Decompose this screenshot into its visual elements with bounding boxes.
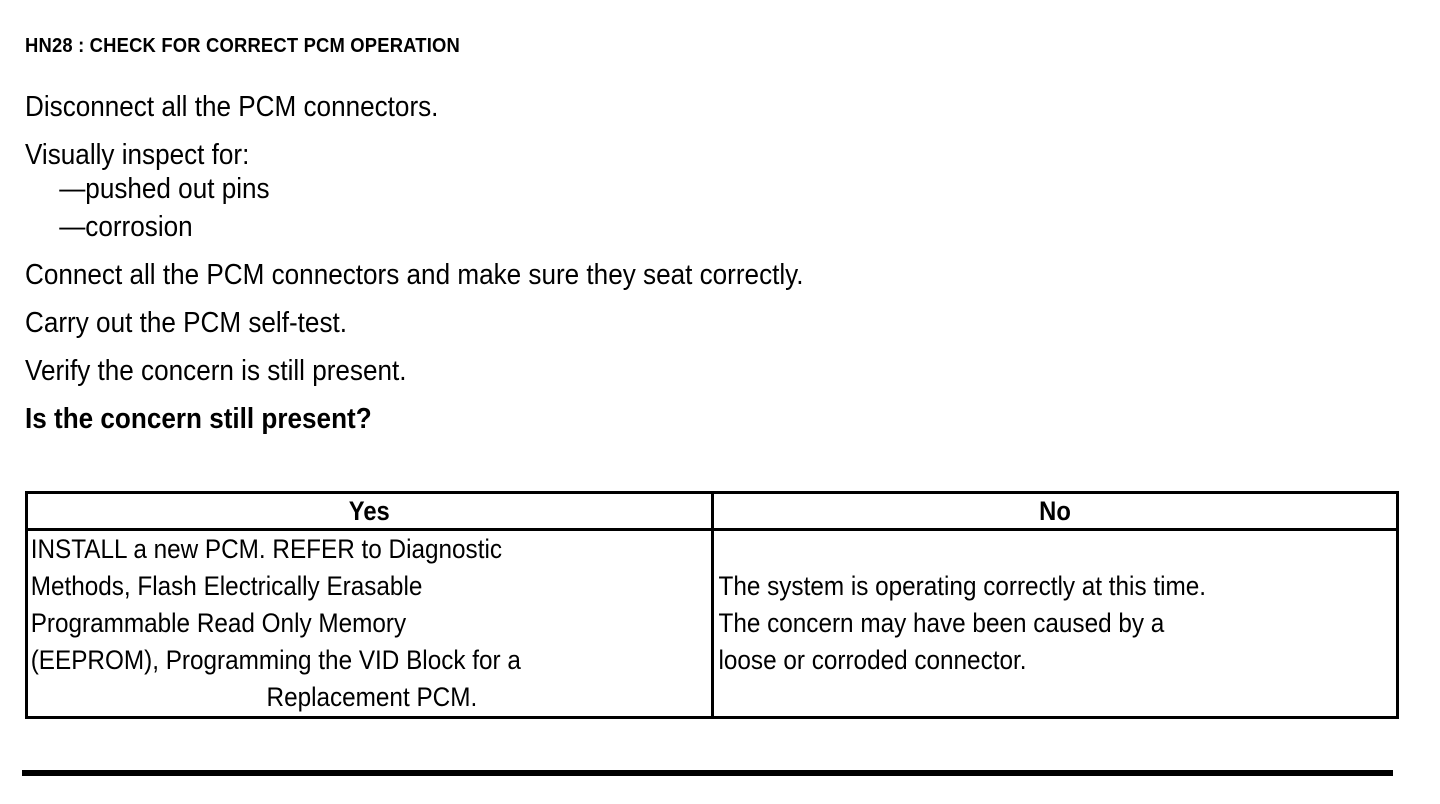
instruction-bullet-pushed-out-pins: —pushed out pins <box>59 173 270 205</box>
table-header-row: Yes No <box>25 491 1399 531</box>
decision-question: Is the concern still present? <box>25 403 372 435</box>
no-action-text: The system is operating correctly at thi… <box>714 568 1400 679</box>
yes-line-4: (EEPROM), Programming the VID Block for … <box>30 645 521 675</box>
instruction-line-5: Connect all the PCM connectors and make … <box>25 259 804 291</box>
no-line-1: The system is operating correctly at thi… <box>718 571 1207 601</box>
instruction-line-7: Verify the concern is still present. <box>25 355 407 387</box>
table-header-no-label: No <box>1039 496 1071 526</box>
page-title: HN28 : CHECK FOR CORRECT PCM OPERATION <box>25 35 460 57</box>
yes-line-3: Programmable Read Only Memory <box>30 608 407 638</box>
page-footer-rule <box>22 770 1393 776</box>
instruction-line-1: Disconnect all the PCM connectors. <box>25 91 439 123</box>
instruction-line-6: Carry out the PCM self-test. <box>25 307 348 339</box>
yes-action-text: INSTALL a new PCM. REFER to Diagnostic M… <box>28 531 713 716</box>
instruction-bullet-corrosion: —corrosion <box>59 211 193 243</box>
decision-table: Yes No INSTALL a new PCM. REFER to Diagn… <box>25 491 1399 719</box>
table-cell-no-action: The system is operating correctly at thi… <box>711 528 1400 719</box>
instruction-line-2: Visually inspect for: <box>25 139 250 171</box>
table-header-yes: Yes <box>25 491 714 531</box>
no-line-2: The concern may have been caused by a <box>718 608 1165 638</box>
yes-line-5: Replacement PCM. <box>266 682 478 712</box>
yes-line-1: INSTALL a new PCM. REFER to Diagnostic <box>30 534 503 564</box>
table-header-no: No <box>711 491 1399 531</box>
yes-line-2: Methods, Flash Electrically Erasable <box>30 571 423 601</box>
no-line-3: loose or corroded connector. <box>718 645 1027 675</box>
table-header-yes-label: Yes <box>349 496 390 526</box>
table-row: INSTALL a new PCM. REFER to Diagnostic M… <box>25 528 1400 719</box>
table-cell-yes-action: INSTALL a new PCM. REFER to Diagnostic M… <box>25 528 714 719</box>
